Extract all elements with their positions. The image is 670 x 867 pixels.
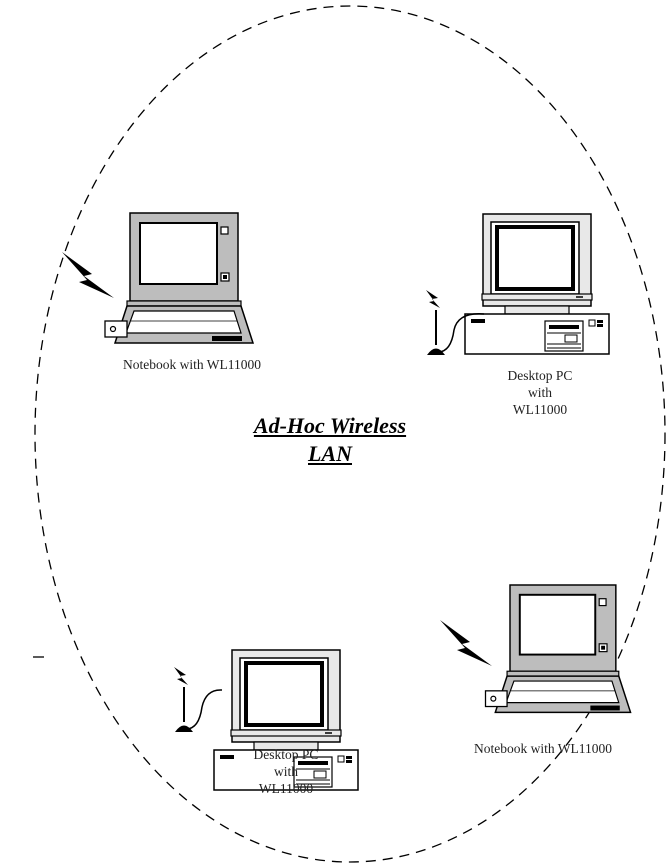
- node-label-notebook-top-left: Notebook with WL11000: [92, 356, 292, 373]
- label-line: with: [527, 385, 552, 400]
- network-boundary: [34, 5, 666, 863]
- title-line-1: Ad-Hoc Wireless: [253, 413, 407, 438]
- label-line: Notebook with WL11000: [123, 357, 261, 372]
- notebook-right: [484, 584, 632, 714]
- notebook-top-left: [104, 212, 254, 344]
- antenna-icon: [174, 667, 223, 732]
- label-line: with: [273, 764, 298, 779]
- desktop-top-right: [463, 212, 611, 356]
- antenna-icon: [426, 290, 485, 355]
- diagram-title: Ad-Hoc Wireless LAN: [205, 412, 455, 468]
- label-line: Desktop PC: [253, 747, 319, 762]
- label-line: WL11000: [258, 781, 314, 796]
- node-label-desktop-top-right: Desktop PC with WL11000: [470, 367, 610, 418]
- label-line: WL11000: [512, 402, 568, 417]
- label-line: Notebook with WL11000: [474, 741, 612, 756]
- node-label-desktop-bottom: Desktop PC with WL11000: [216, 746, 356, 797]
- lightning-bolt-icon: [62, 252, 114, 298]
- lightning-bolt-icon: [440, 620, 492, 666]
- label-line: Desktop PC: [507, 368, 573, 383]
- node-label-notebook-right: Notebook with WL11000: [438, 740, 648, 757]
- title-line-2: LAN: [308, 441, 352, 466]
